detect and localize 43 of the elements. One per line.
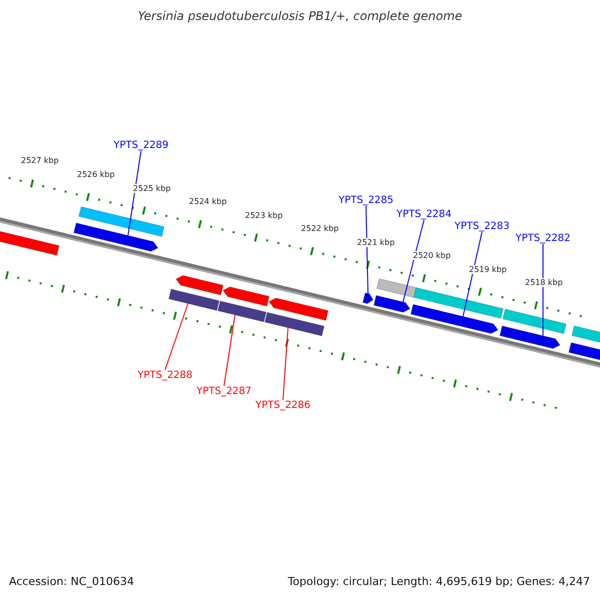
gene-feature <box>217 300 267 322</box>
gene-label: YPTS_2289 <box>113 140 169 151</box>
gene-feature <box>499 326 560 349</box>
gene-feature <box>362 292 374 304</box>
leader-line <box>542 244 544 336</box>
scale-label: 2527 kbp <box>20 156 60 166</box>
scale-label: 2523 kbp <box>244 210 284 220</box>
scale-label: 2525 kbp <box>132 184 172 193</box>
gene-label: YPTS_2284 <box>396 209 452 220</box>
leader-line <box>164 303 188 370</box>
scale-label: 2520 kbp <box>412 251 452 260</box>
gene-feature <box>264 312 325 336</box>
gene-label: YPTS_2282 <box>515 233 571 244</box>
gene-feature <box>376 278 417 298</box>
leader-line <box>462 232 482 317</box>
gene-feature <box>268 298 329 321</box>
leader-line <box>224 314 236 386</box>
gene-label: YPTS_2286 <box>255 400 311 411</box>
gene-feature <box>78 206 165 237</box>
scale-label: 2524 kbp <box>188 197 228 206</box>
gene-feature <box>502 308 567 334</box>
title: Yersinia pseudotuberculosis PB1/+, complete genome <box>136 9 464 23</box>
leader-line <box>402 220 424 302</box>
scale-label: 2522 kbp <box>300 224 340 234</box>
gene-label: YPTS_2288 <box>137 370 193 381</box>
gene-feature <box>410 304 498 334</box>
gene-feature <box>222 286 270 306</box>
footer-text: Accession: NC_010634 <box>9 575 134 588</box>
gene-feature <box>176 275 224 296</box>
leader-line <box>128 150 142 236</box>
scale-label: 2526 kbp <box>76 170 116 180</box>
scale-label: 2521 kbp <box>356 238 396 247</box>
leader-line <box>366 206 368 294</box>
leader-line <box>282 327 288 400</box>
gene-label: YPTS_2287 <box>196 386 252 397</box>
gene-label: YPTS_2283 <box>454 221 510 232</box>
gene-feature <box>73 222 158 252</box>
scale-label: 2519 kbp <box>468 264 508 274</box>
gene-label: YPTS_2285 <box>338 195 394 206</box>
scale-label: 2518 kbp <box>524 278 564 288</box>
footer-text: Topology: circular; Length: 4,695,619 bp; Genes: 4,247 <box>288 575 590 588</box>
gene-feature <box>413 287 504 319</box>
gene-feature <box>168 288 220 311</box>
